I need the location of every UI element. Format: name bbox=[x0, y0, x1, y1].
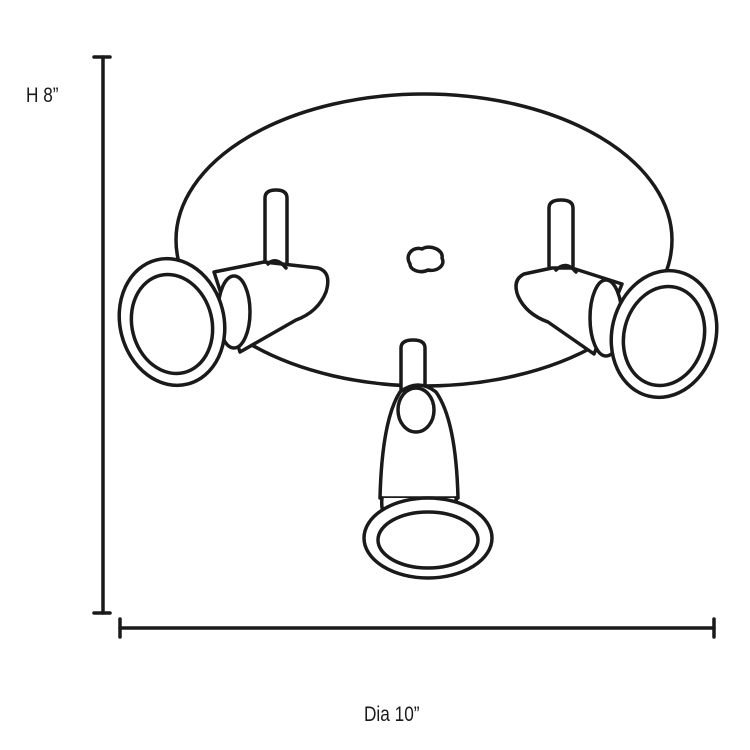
left-spotlight-stem bbox=[263, 188, 289, 270]
front-spotlight-knuckle bbox=[396, 386, 436, 434]
mounting-knob bbox=[406, 245, 445, 274]
left-spotlight-lens bbox=[129, 272, 215, 376]
height-label: H 8” bbox=[26, 84, 59, 107]
front-spotlight-lens bbox=[376, 510, 480, 570]
right-spotlight-stem bbox=[547, 198, 575, 268]
front-spotlight-stem bbox=[399, 338, 427, 394]
front-spotlight bbox=[362, 338, 494, 580]
height-dimension-line bbox=[92, 55, 112, 615]
diameter-label: Dia 10” bbox=[364, 703, 420, 726]
front-spotlight-head bbox=[362, 496, 494, 580]
left-spotlight bbox=[117, 188, 330, 388]
diameter-dimension-line bbox=[118, 617, 716, 639]
right-spotlight-lens bbox=[621, 284, 707, 388]
right-spotlight bbox=[514, 198, 719, 400]
